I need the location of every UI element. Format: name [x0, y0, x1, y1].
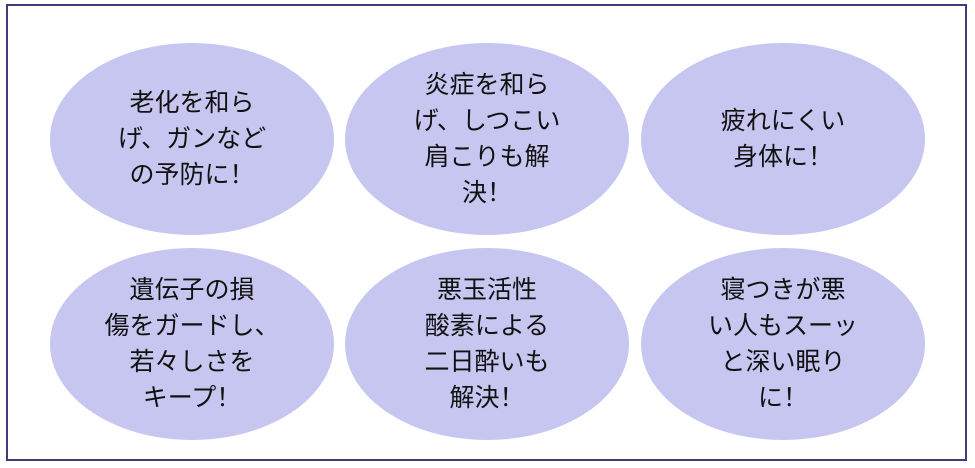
- benefit-text: 悪玉活性 酸素による 二日酔いも 解決！: [424, 275, 550, 412]
- benefit-text: 寝つきが悪 い人もスーッ と深い眠り に！: [707, 275, 858, 412]
- benefit-oval-fatigue: 疲れにくい 身体に！: [641, 43, 925, 235]
- benefit-oval-gene-protection: 遺伝子の損 傷をガードし、 若々しさを キープ！: [50, 248, 334, 440]
- benefit-text: 遺伝子の損 傷をガードし、 若々しさを キープ！: [104, 275, 280, 412]
- benefit-oval-anti-aging: 老化を和ら げ、ガンなど の予防に！: [50, 43, 334, 235]
- diagram-frame: [6, 4, 967, 461]
- benefit-oval-inflammation: 炎症を和ら げ、しつこい 肩こりも解 決！: [345, 43, 629, 235]
- benefit-text: 老化を和ら げ、ガンなど の予防に！: [117, 88, 267, 189]
- benefit-text: 炎症を和ら げ、しつこい 肩こりも解 決！: [413, 70, 561, 207]
- benefit-oval-sleep: 寝つきが悪 い人もスーッ と深い眠り に！: [641, 248, 925, 440]
- benefit-text: 疲れにくい 身体に！: [720, 106, 846, 171]
- benefit-oval-hangover: 悪玉活性 酸素による 二日酔いも 解決！: [345, 248, 629, 440]
